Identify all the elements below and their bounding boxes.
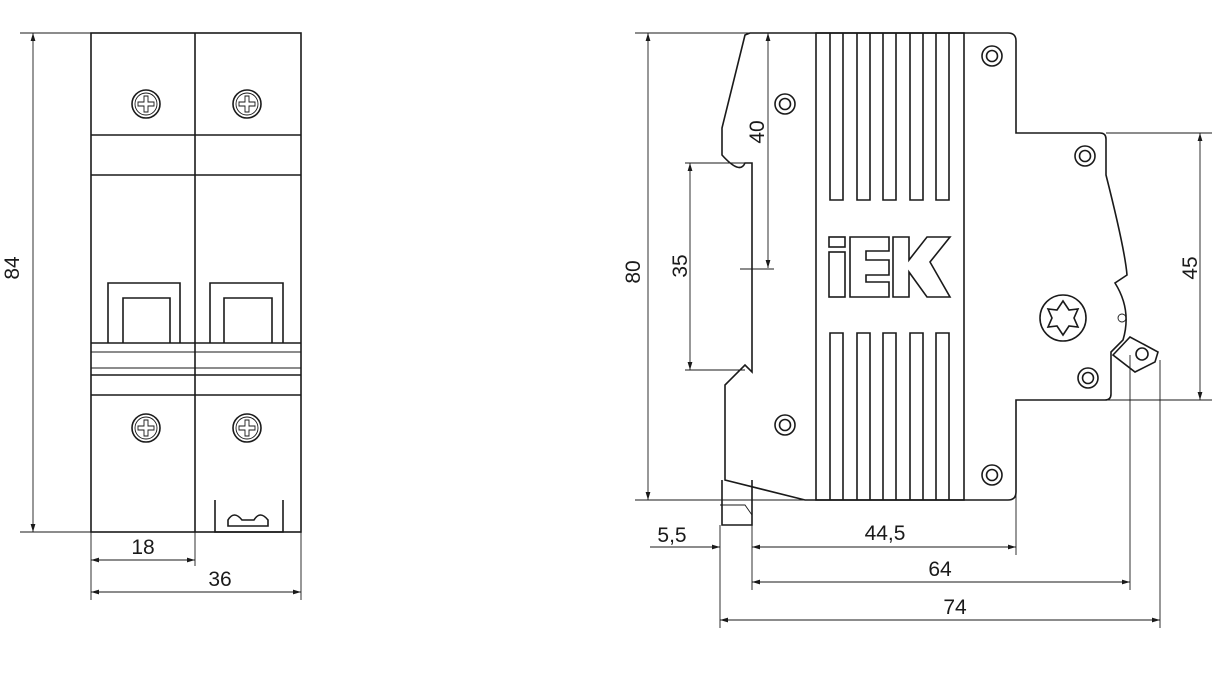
front-view: 84 18 36 — [1, 32, 302, 600]
dim-45: 45 — [1179, 256, 1202, 279]
torx-screw-icon — [1039, 294, 1087, 342]
ribs — [829, 33, 950, 500]
dim-5-5: 5,5 — [657, 524, 686, 547]
dim-35: 35 — [669, 254, 692, 277]
dim-18: 18 — [131, 536, 154, 559]
dim-84: 84 — [1, 256, 24, 280]
dim-80: 80 — [622, 260, 645, 283]
side-view: 80 40 35 45 5,5 44,5 64 74 — [622, 32, 1212, 628]
dim-36: 36 — [208, 568, 231, 591]
dim-64: 64 — [928, 558, 952, 581]
dim-40: 40 — [746, 120, 769, 143]
iek-logo — [828, 236, 952, 298]
dim-74: 74 — [943, 596, 967, 619]
dim-44-5: 44,5 — [865, 522, 906, 545]
